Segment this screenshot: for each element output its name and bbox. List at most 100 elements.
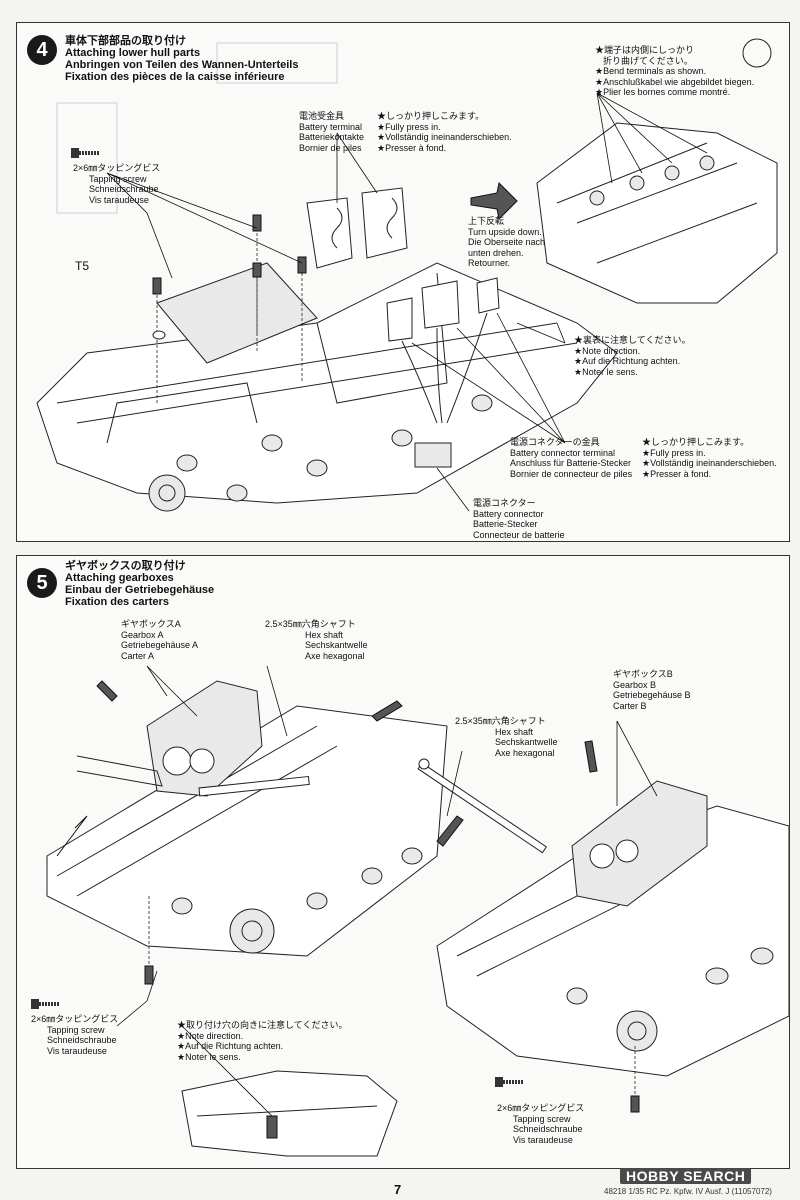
direction-note: ★裏表に注意してください。 ★Note direction. ★Auf die … [574, 335, 690, 377]
title-en: Attaching gearboxes [65, 572, 174, 584]
turn-note-de-1: Die Oberseite nach [468, 237, 546, 247]
direction-note-en: ★Note direction. [574, 345, 641, 356]
step-title: ギヤボックスの取り付け Attaching gearboxes Einbau d… [65, 560, 214, 608]
hex-shaft-2-en: Hex shaft [495, 726, 534, 737]
step-title: 車体下部部品の取り付け Attaching lower hull parts A… [65, 35, 298, 83]
screw-de: Schneidschraube [89, 184, 159, 194]
screw-2-jp: 2×6㎜タッピングビス [497, 1103, 585, 1113]
title-jp: ギヤボックスの取り付け [65, 560, 186, 572]
connector-terminal-en: Battery connector terminal [510, 447, 616, 458]
gearbox-a-en: Gearbox A [121, 629, 164, 640]
hex-shaft-1-jp: 2.5×35㎜六角シャフト [265, 619, 356, 629]
title-fr: Fixation des carters [65, 596, 169, 608]
direction-note-de: ★Auf die Richtung achten. [177, 1041, 284, 1051]
screw-icon [31, 999, 59, 1009]
gearbox-b-en: Gearbox B [613, 679, 657, 690]
title-en: Attaching lower hull parts [65, 47, 201, 59]
hex-shaft-2-fr: Axe hexagonal [495, 747, 555, 758]
step-5-panel: 5 ギヤボックスの取り付け Attaching gearboxes Einbau… [16, 555, 790, 1169]
gearbox-a-jp: ギヤボックスA [121, 619, 181, 629]
gearbox-a-fr: Carter A [121, 650, 155, 661]
battery-terminal-jp: 電池受金具 [299, 111, 345, 121]
connector-jp: 電源コネクター [473, 498, 536, 508]
title-de: Einbau der Getriebegehäuse [65, 584, 215, 596]
step-4-panel: 4 車体下部部品の取り付け Attaching lower hull parts… [16, 22, 790, 542]
turn-note-jp: 上下反転 [468, 216, 505, 226]
product-code: 48218 1/35 RC Pz. Kpfw. IV Ausf. J (1105… [604, 1187, 772, 1196]
screw-label: 2×6㎜タッピングビス Tapping screw Schneidschraub… [73, 163, 160, 205]
gearbox-b-label: ギヤボックスB Gearbox B Getriebegehäuse B Cart… [613, 669, 691, 711]
battery-terminal-en: Battery terminal [299, 121, 363, 132]
direction-note-fr: ★Noter le sens. [574, 366, 638, 377]
screw-1-fr: Vis taraudeuse [47, 1045, 107, 1056]
press-note-1-fr: ★Presser à fond. [377, 142, 447, 153]
bend-note-jp-2: 折り曲げてください。 [603, 55, 693, 66]
direction-note-de: ★Auf die Richtung achten. [574, 356, 681, 366]
bend-note-fr: ★Plier les bornes comme montré. [595, 87, 731, 97]
turn-note-fr: Retourner. [468, 258, 511, 268]
press-note-2-jp: ★しっかり押しこみます。 [642, 437, 750, 447]
screw-label-1: 2×6㎜タッピングビス Tapping screw Schneidschraub… [31, 1014, 118, 1056]
direction-note-fr: ★Noter le sens. [177, 1051, 241, 1062]
press-note-1: ★しっかり押しこみます。 ★Fully press in. ★Vollständ… [377, 111, 512, 153]
hex-shaft-2-de: Sechskantwelle [495, 737, 558, 747]
title-fr: Fixation des pièces de la caisse inférie… [65, 71, 285, 83]
screw-jp: 2×6㎜タッピングビス [73, 163, 161, 173]
battery-terminal-de: Batteriekontakte [299, 132, 365, 142]
screw-2-fr: Vis taraudeuse [513, 1134, 573, 1145]
connector-terminal-label: 電源コネクターの金具 Battery connector terminal An… [510, 437, 632, 479]
press-note-2-en: ★Fully press in. [642, 447, 706, 458]
bend-note-en: ★Bend terminals as shown. [595, 66, 707, 76]
part-label-t5: T5 [75, 259, 90, 273]
connector-de: Batterie-Stecker [473, 519, 538, 529]
screw-icon [71, 148, 99, 158]
connector-terminal-jp: 電源コネクターの金具 [510, 437, 600, 447]
turn-note-de-2: unten drehen. [468, 247, 524, 258]
hex-shaft-label-1: 2.5×35㎜六角シャフト Hex shaft Sechskantwelle A… [265, 619, 368, 661]
direction-note-jp: ★取り付け穴の向きに注意してください。 [177, 1020, 348, 1030]
connector-en: Battery connector [473, 508, 544, 519]
direction-note-jp: ★裏表に注意してください。 [574, 335, 691, 345]
step-number: 5 [27, 568, 57, 598]
battery-terminal-fr: Bornier de piles [299, 142, 362, 153]
hex-shaft-label-2: 2.5×35㎜六角シャフト Hex shaft Sechskantwelle A… [455, 716, 558, 758]
press-note-1-de: ★Vollständig ineinanderschieben. [377, 132, 512, 142]
hex-shaft-1-fr: Axe hexagonal [305, 650, 365, 661]
press-note-1-jp: ★しっかり押しこみます。 [377, 111, 485, 121]
title-jp: 車体下部部品の取り付け [65, 35, 186, 47]
screw-fr: Vis taraudeuse [89, 194, 149, 205]
connector-label: 電源コネクター Battery connector Batterie-Steck… [473, 498, 565, 540]
bend-note-jp-1: ★端子は内側にしっかり [595, 45, 695, 55]
hex-shaft-1-en: Hex shaft [305, 629, 344, 640]
step-4-illustration [36, 38, 778, 512]
hex-shaft-1-de: Sechskantwelle [305, 640, 368, 650]
press-note-2-fr: ★Presser à fond. [642, 468, 712, 479]
screw-label-2: 2×6㎜タッピングビス Tapping screw Schneidschraub… [497, 1103, 584, 1145]
battery-terminal-label: 電池受金具 Battery terminal Batteriekontakte … [299, 111, 364, 153]
direction-note: ★取り付け穴の向きに注意してください。 ★Note direction. ★Au… [177, 1020, 347, 1062]
gearbox-b-jp: ギヤボックスB [613, 669, 673, 679]
hex-shaft-2-jp: 2.5×35㎜六角シャフト [455, 716, 546, 726]
connector-terminal-fr: Bornier de connecteur de piles [510, 468, 633, 479]
page-number: 7 [394, 1182, 402, 1197]
screw-en: Tapping screw [89, 173, 147, 184]
step-number: 4 [27, 35, 57, 65]
turn-note-en: Turn upside down. [468, 226, 542, 237]
bend-note: ★端子は内側にしっかり 折り曲げてください。 ★Bend terminals a… [595, 45, 754, 98]
screw-icon [495, 1077, 523, 1087]
gearbox-b-fr: Carter B [613, 700, 647, 711]
gearbox-a-label: ギヤボックスA Gearbox A Getriebegehäuse A Cart… [121, 619, 198, 661]
step-5-illustration [46, 665, 789, 1157]
press-note-2-de: ★Vollständig ineinanderschieben. [642, 458, 777, 468]
screw-2-en: Tapping screw [513, 1113, 571, 1124]
gearbox-a-de: Getriebegehäuse A [121, 640, 199, 650]
title-de: Anbringen von Teilen des Wannen-Untertei… [65, 59, 299, 71]
gearbox-b-de: Getriebegehäuse B [613, 690, 691, 700]
screw-2-de: Schneidschraube [513, 1124, 583, 1134]
screw-1-jp: 2×6㎜タッピングビス [31, 1014, 119, 1024]
connector-terminal-de: Anschluss für Batterie-Stecker [510, 458, 632, 468]
press-note-2: ★しっかり押しこみます。 ★Fully press in. ★Vollständ… [642, 437, 777, 479]
screw-1-en: Tapping screw [47, 1024, 105, 1035]
watermark-logo: HOBBY SEARCH [620, 1168, 752, 1184]
bend-note-de: ★Anschlußkabel wie abgebildet biegen. [595, 76, 755, 87]
